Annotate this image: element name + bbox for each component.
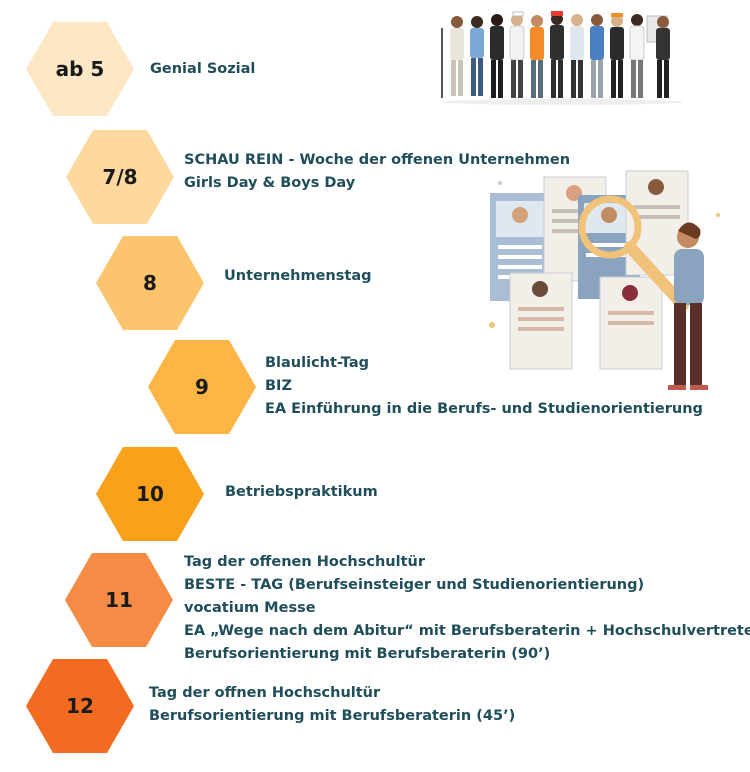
grade-label: 11	[105, 588, 133, 612]
grade-hexagon-11: 11	[65, 553, 173, 647]
step-line: Girls Day & Boys Day	[184, 175, 356, 191]
step-line: EA „Wege nach dem Abitur“ mit Berufsbera…	[184, 623, 750, 639]
workers-group-illustration	[441, 11, 683, 105]
step-text-12: Tag der offnen Hochschultür Berufsorient…	[149, 682, 515, 728]
step-text-11: Tag der offenen Hochschultür BESTE - TAG…	[184, 551, 750, 666]
grade-label: 12	[66, 694, 94, 718]
grade-hexagon-ab5: ab 5	[26, 22, 134, 116]
step-line: SCHAU REIN - Woche der offenen Unternehm…	[184, 152, 571, 168]
step-text-10: Betriebspraktikum	[225, 481, 378, 504]
grade-label: ab 5	[55, 57, 105, 81]
grade-hexagon-78: 7/8	[66, 130, 174, 224]
grade-label: 7/8	[102, 165, 138, 189]
step-line: Genial Sozial	[150, 61, 256, 77]
step-text-ab5: Genial Sozial	[150, 58, 255, 81]
grade-label: 9	[195, 375, 209, 399]
grade-label: 10	[136, 482, 164, 506]
step-line: Berufsorientierung mit Berufsberaterin (…	[149, 708, 516, 724]
grade-hexagon-10: 10	[96, 447, 204, 541]
step-line: BIZ	[265, 378, 292, 394]
step-line: Unternehmenstag	[224, 268, 372, 284]
step-line: BESTE - TAG (Berufseinsteiger und Studie…	[184, 577, 645, 593]
step-line: Blaulicht-Tag	[265, 355, 369, 371]
step-text-8: Unternehmenstag	[224, 265, 372, 288]
step-text-78: SCHAU REIN - Woche der offenen Unternehm…	[184, 149, 570, 195]
step-line: Tag der offnen Hochschultür	[149, 685, 381, 701]
job-search-magnifier-illustration	[489, 170, 720, 390]
grade-label: 8	[143, 271, 157, 295]
step-line: Betriebspraktikum	[225, 484, 378, 500]
step-line: vocatium Messe	[184, 600, 316, 616]
step-text-9: Blaulicht-Tag BIZ EA Einführung in die B…	[265, 352, 703, 421]
worker-figure	[441, 16, 464, 98]
grade-hexagon-8: 8	[96, 236, 204, 330]
grade-hexagon-12: 12	[26, 659, 134, 753]
step-line: EA Einführung in die Berufs- und Studien…	[265, 401, 703, 417]
step-line: Berufsorientierung mit Berufsberaterin (…	[184, 646, 551, 662]
grade-hexagon-9: 9	[148, 340, 256, 434]
step-line: Tag der offenen Hochschultür	[184, 554, 425, 570]
